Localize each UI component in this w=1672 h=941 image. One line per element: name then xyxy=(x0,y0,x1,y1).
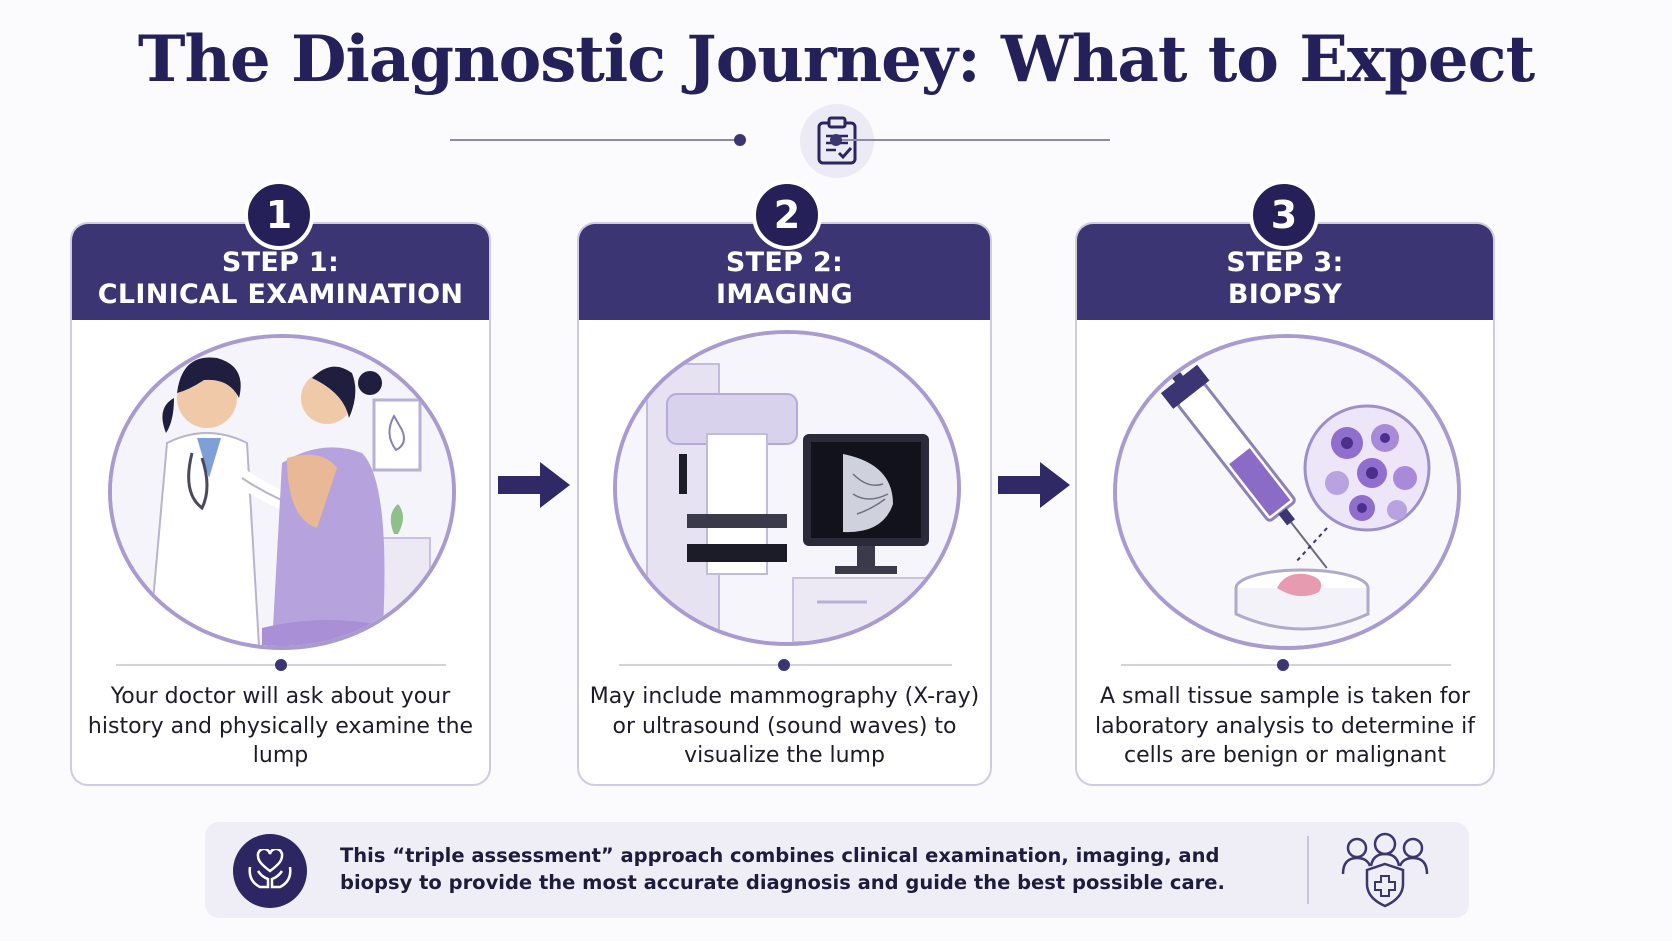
step-card-imaging: STEP 2: IMAGING May include mammography … xyxy=(577,222,992,786)
banner-divider xyxy=(1307,836,1309,904)
mammography-machine-illustration xyxy=(613,330,961,646)
step-name: BIOPSY xyxy=(1227,279,1343,310)
step-label: STEP 3: xyxy=(1226,247,1344,278)
step-number-badge: 1 xyxy=(244,180,314,250)
doctor-examining-patient-illustration xyxy=(108,334,456,650)
title-divider-dot-right xyxy=(830,134,842,146)
step-description: A small tissue sample is taken for labor… xyxy=(1094,684,1476,768)
care-team-shield-icon xyxy=(1335,830,1435,914)
step-separator-dot xyxy=(275,659,287,671)
biopsy-illustration xyxy=(1113,334,1461,650)
page-title: The Diagnostic Journey: What to Expect xyxy=(137,22,1535,97)
summary-banner: This “triple assessment” approach combin… xyxy=(205,822,1469,918)
title-divider-dot-left xyxy=(734,134,746,146)
step-card-biopsy: STEP 3: BIOPSY xyxy=(1075,222,1495,786)
heart-in-hands-icon xyxy=(233,834,307,908)
step-separator-dot xyxy=(778,659,790,671)
step-card-clinical-examination: STEP 1: CLINICAL EXAMINATION Your do xyxy=(70,222,491,786)
clipboard-check-icon xyxy=(800,104,874,178)
step-number-badge: 2 xyxy=(752,180,822,250)
step-description: May include mammography (X-ray) or ultra… xyxy=(589,684,980,768)
title-divider-right xyxy=(842,139,1110,141)
step-label: STEP 1: xyxy=(221,247,340,278)
step-description: Your doctor will ask about your history … xyxy=(87,684,474,768)
arrow-right-icon xyxy=(998,462,1070,508)
step-separator-dot xyxy=(1277,659,1289,671)
summary-text: This “triple assessment” approach combin… xyxy=(340,844,1225,894)
arrow-right-icon xyxy=(498,462,570,508)
title-divider-left xyxy=(450,139,735,141)
step-name: CLINICAL EXAMINATION xyxy=(97,279,464,310)
step-label: STEP 2: xyxy=(725,247,844,278)
step-number-badge: 3 xyxy=(1249,180,1319,250)
step-name: IMAGING xyxy=(716,279,853,310)
